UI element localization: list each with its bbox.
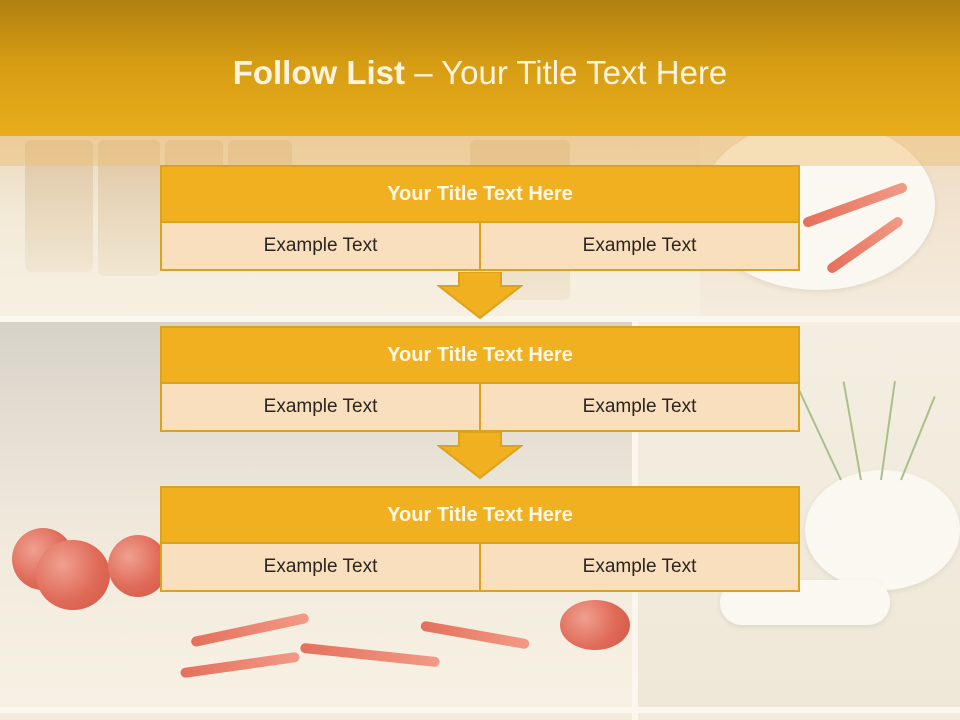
tomato (108, 535, 168, 597)
tomato (36, 540, 110, 610)
title-bar (0, 0, 960, 136)
title-bar-band (0, 136, 960, 166)
slide-title-rest: – Your Title Text Here (405, 54, 728, 91)
step-cell-left: Example Text (162, 384, 479, 430)
spice-jar (98, 140, 160, 276)
step-block-3: Your Title Text Here Example Text Exampl… (160, 486, 800, 592)
spice-jar (25, 140, 93, 272)
step-block-1: Your Title Text Here Example Text Exampl… (160, 165, 800, 271)
step-cell-left: Example Text (162, 544, 479, 590)
tomato (560, 600, 630, 650)
down-arrow-icon (437, 272, 523, 320)
slide-title-bold: Follow List (232, 54, 406, 91)
slide-title: Follow List – Your Title Text Here (0, 54, 960, 92)
step-title: Your Title Text Here (162, 328, 798, 384)
step-cell-right: Example Text (479, 223, 798, 269)
step-title: Your Title Text Here (162, 488, 798, 544)
step-cell-right: Example Text (479, 544, 798, 590)
mortar-bowl (805, 470, 960, 590)
down-arrow-icon (437, 432, 523, 480)
step-title: Your Title Text Here (162, 167, 798, 223)
step-block-2: Your Title Text Here Example Text Exampl… (160, 326, 800, 432)
step-cell-left: Example Text (162, 223, 479, 269)
collage-divider (0, 707, 960, 713)
step-cell-right: Example Text (479, 384, 798, 430)
